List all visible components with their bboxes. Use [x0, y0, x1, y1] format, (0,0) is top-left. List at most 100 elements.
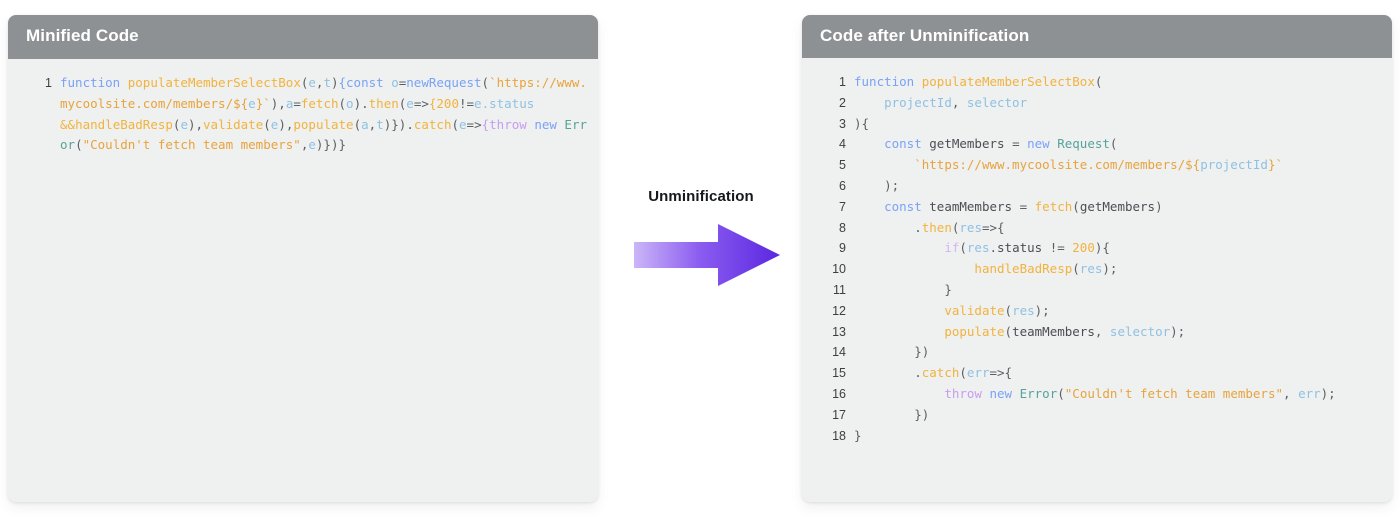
minified-code-body: 1 function populateMemberSelectBox(e,t){… — [8, 59, 598, 166]
code-token: teamMembers — [929, 198, 1013, 214]
code-token: ( — [263, 116, 271, 132]
code-token: populate — [293, 116, 354, 132]
code-token: e — [248, 95, 256, 111]
code-token — [854, 95, 884, 110]
code-token: , — [1094, 323, 1103, 339]
code-token: ( — [172, 116, 181, 132]
line-number: 16 — [832, 386, 846, 401]
minified-code-panel-title: Minified Code — [8, 15, 598, 59]
code-token: , — [1283, 385, 1291, 401]
line-number: 12 — [832, 303, 846, 318]
code-token: projectId — [1200, 157, 1268, 173]
code-row: 13 populate(teamMembers, selector); — [812, 322, 1382, 343]
code-token — [120, 75, 128, 90]
code-token: =>{ — [989, 365, 1013, 381]
code-token: t — [376, 116, 384, 132]
code-token: ); — [1170, 323, 1186, 339]
code-row: 17 }) — [812, 405, 1382, 426]
code-token — [854, 178, 884, 193]
code-token: ( — [1072, 261, 1080, 277]
code-token: ( — [481, 75, 490, 90]
right-arrow-icon — [634, 224, 780, 286]
code-token: ( — [300, 75, 309, 90]
code-token: ) — [278, 116, 286, 132]
code-line: handleBadResp(res); — [854, 259, 1382, 280]
code-token — [959, 95, 967, 110]
code-token: { — [338, 75, 347, 90]
code-token: new — [989, 385, 1013, 401]
code-token: err — [966, 365, 990, 381]
code-row: 3){ — [812, 114, 1382, 135]
line-number: 7 — [839, 199, 846, 214]
code-token: Error — [60, 116, 587, 153]
code-token: => — [413, 95, 429, 111]
code-line: } — [854, 426, 1382, 447]
code-token: } — [854, 427, 862, 443]
code-token: != — [1042, 240, 1073, 256]
code-token: e — [406, 95, 414, 111]
code-token: , — [195, 116, 204, 132]
code-token: ( — [1004, 323, 1013, 339]
code-token: e — [308, 75, 316, 90]
code-token: fetch — [1034, 198, 1073, 214]
code-token: .status — [481, 95, 535, 111]
code-token: ( — [1057, 385, 1065, 401]
code-token: ( — [959, 240, 967, 256]
code-token — [854, 240, 944, 255]
code-token: new — [1027, 136, 1050, 152]
code-token: } — [1267, 157, 1276, 173]
code-row: 7 const teamMembers = fetch(getMembers) — [812, 197, 1382, 218]
code-token: status — [997, 240, 1043, 256]
code-token: res — [1079, 261, 1103, 277]
code-token: `https://www.mycoolsite.com/members/$ — [914, 157, 1193, 173]
code-token: = — [293, 95, 301, 111]
code-token: , — [368, 116, 377, 132]
code-token: getMembers — [1079, 198, 1156, 214]
code-token: . — [406, 116, 414, 132]
code-token: , — [285, 116, 294, 132]
code-token — [854, 386, 944, 401]
code-token: = — [398, 75, 407, 90]
code-token: ) — [398, 116, 407, 132]
code-token: selector — [1109, 323, 1171, 339]
code-token: e — [308, 137, 316, 153]
code-token: getMembers — [929, 136, 1005, 152]
code-token: }) — [914, 406, 930, 422]
code-token: => — [466, 116, 482, 132]
code-token: fetch — [300, 95, 339, 111]
code-token — [1012, 386, 1020, 401]
line-number: 1 — [839, 75, 846, 89]
code-token: function — [60, 75, 121, 90]
code-token: e — [270, 116, 279, 132]
line-number: 11 — [833, 282, 846, 297]
code-token: ` — [263, 95, 271, 111]
code-token: . — [361, 95, 369, 111]
code-token: ( — [451, 116, 460, 132]
code-row: 5 `https://www.mycoolsite.com/members/${… — [812, 155, 1382, 176]
code-token — [854, 220, 914, 235]
code-token — [914, 74, 922, 89]
code-line: const teamMembers = fetch(getMembers) — [854, 197, 1382, 218]
code-token: )})} — [315, 137, 347, 153]
code-token: } — [944, 281, 952, 297]
code-token: . — [914, 219, 922, 235]
code-line: projectId, selector — [854, 93, 1382, 114]
code-token: const — [346, 75, 384, 90]
code-line: .catch(err=>{ — [854, 363, 1382, 384]
code-token: const — [884, 198, 922, 214]
code-token: , — [300, 137, 309, 153]
code-token: selector — [966, 94, 1028, 110]
code-token: projectId — [884, 94, 952, 110]
minified-code-text[interactable]: function populateMemberSelectBox(e,t){co… — [60, 73, 588, 156]
line-number: 8 — [839, 220, 846, 235]
code-token: handleBadResp — [75, 116, 173, 132]
code-token: Request — [1057, 136, 1110, 152]
code-token: ( — [1109, 136, 1118, 152]
code-token — [854, 303, 944, 318]
code-token: "Couldn't fetch team members" — [1064, 385, 1284, 401]
code-token — [854, 136, 884, 151]
